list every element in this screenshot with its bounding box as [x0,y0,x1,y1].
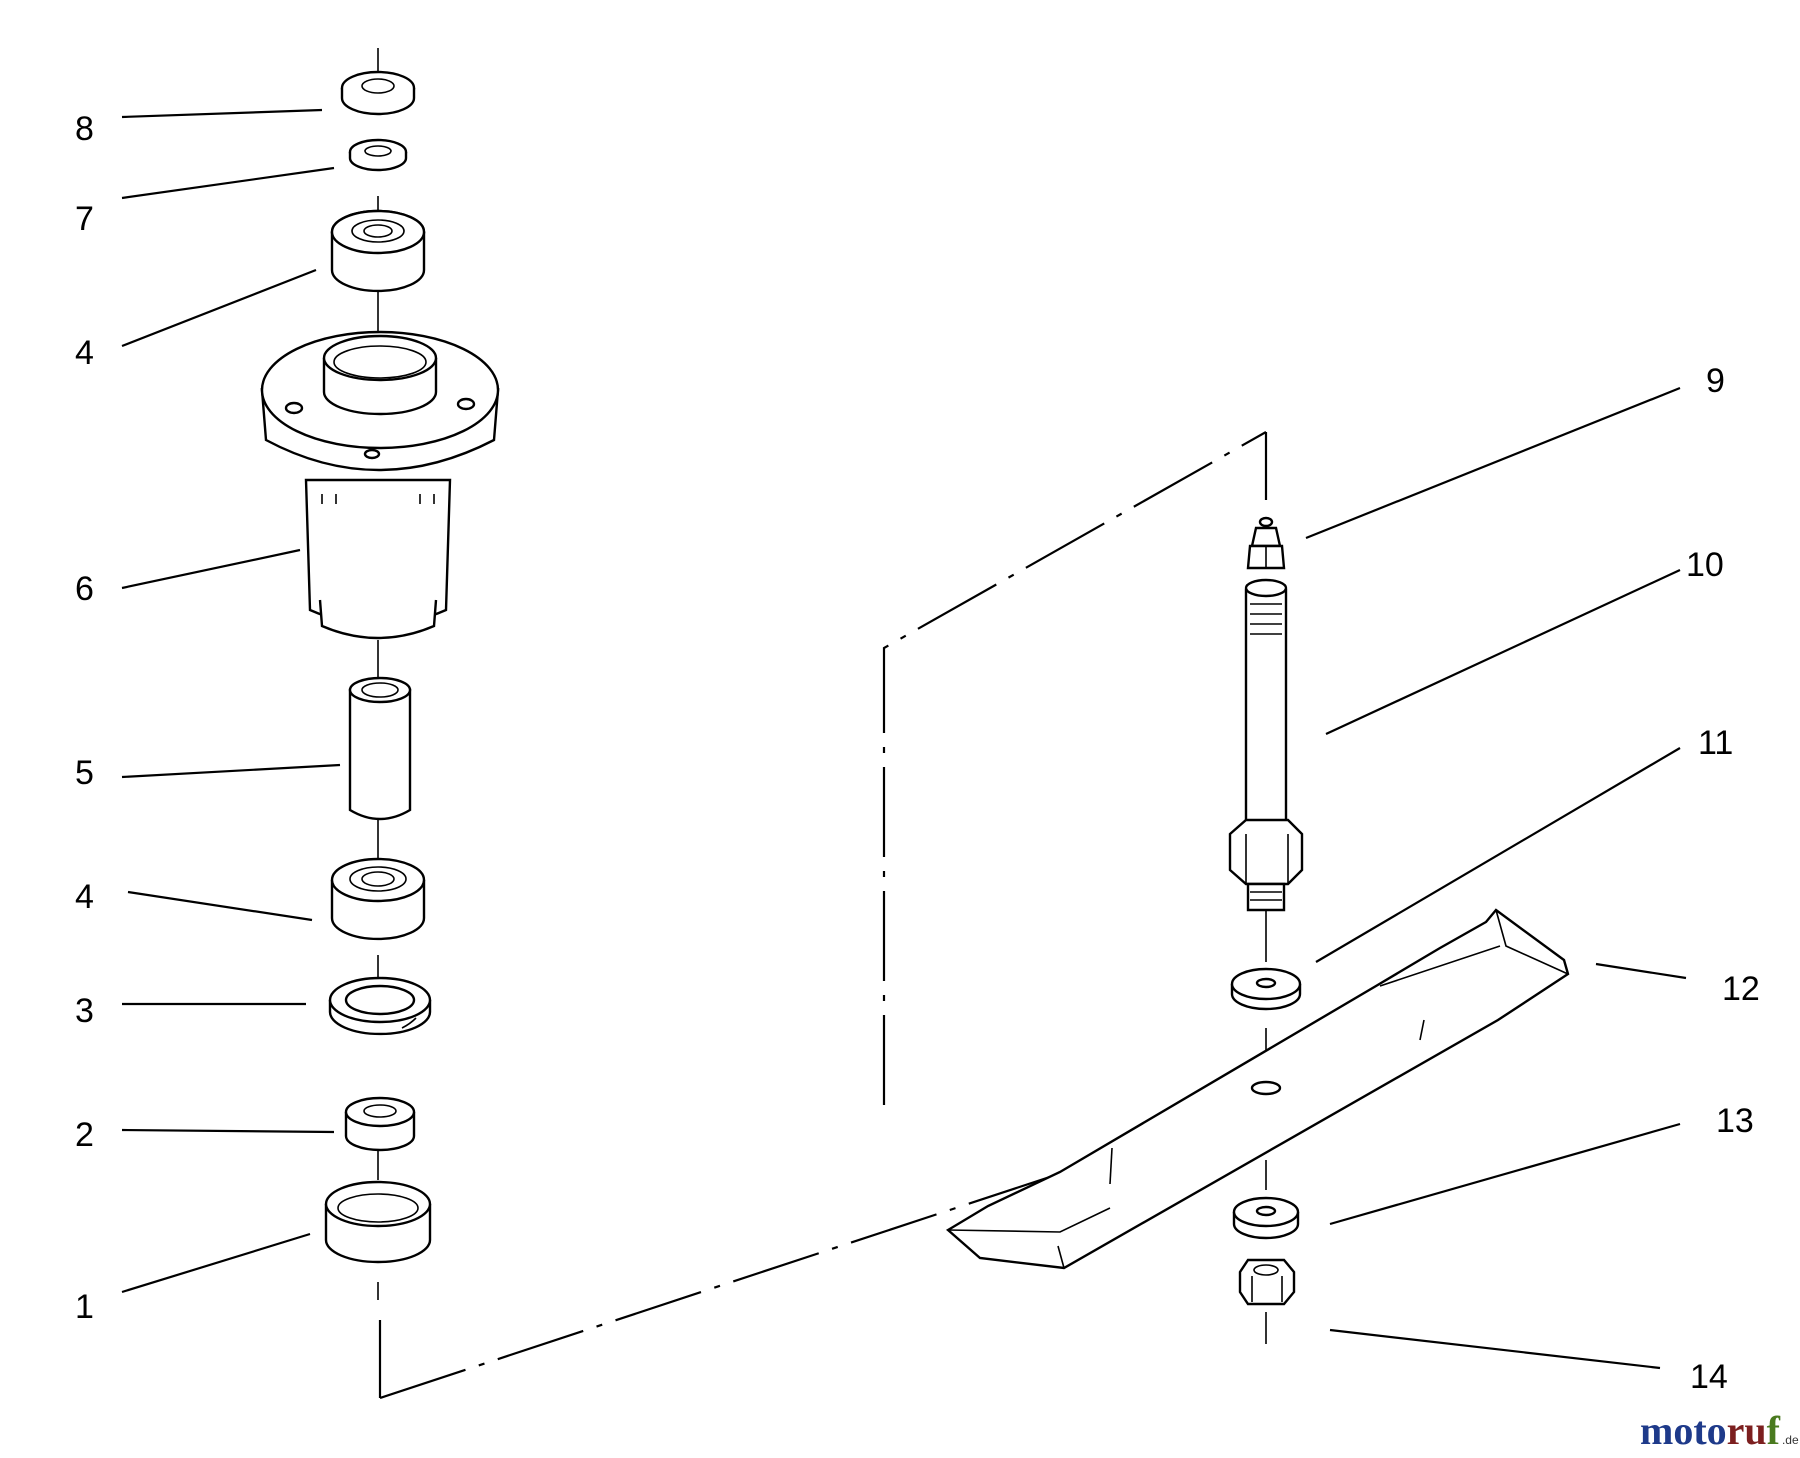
washer-part-11 [1230,967,1302,1011]
callout-14: 14 [1690,1358,1728,1396]
assembly-connector-line [378,431,1269,1400]
watermark-part2: ru [1727,1408,1767,1453]
motoruf-watermark-logo: motoruf.de [1640,1408,1799,1453]
bushing-part-2 [344,1096,416,1152]
callout-9: 9 [1706,362,1725,400]
svg-text:motoruf.de: motoruf.de [1640,1408,1799,1453]
watermark-part3: f [1767,1408,1781,1453]
callout-labels: 8 7 4 6 5 4 3 2 1 9 10 11 12 13 14 [75,110,1760,1396]
callout-7: 7 [75,200,94,238]
right-leader-lines [1305,386,1687,1370]
watermark-part1: moto [1640,1408,1727,1453]
watermark-suffix: .de [1782,1433,1799,1447]
bearing-lower-part-4 [330,857,426,941]
callout-1: 1 [75,1288,94,1326]
grease-fitting-part-9 [1246,516,1286,570]
retaining-ring-part-3 [328,976,432,1036]
callout-10: 10 [1686,546,1724,584]
callout-8: 8 [75,110,94,148]
nut-part-14 [1238,1258,1296,1306]
callout-11: 11 [1698,724,1733,762]
callout-2: 2 [75,1116,94,1154]
callout-5: 5 [75,754,94,792]
callout-3: 3 [75,992,94,1030]
callout-6: 6 [75,570,94,608]
cup-part-1 [324,1180,432,1264]
callout-4-upper: 4 [75,334,94,372]
seal-cap-part-8 [340,70,416,116]
washer-part-7 [348,138,408,172]
washer-part-13 [1232,1196,1300,1240]
bearing-upper-part-4 [330,209,426,293]
callout-12: 12 [1722,970,1760,1008]
spindle-shaft-part-10 [1228,578,1304,912]
callout-4-lower: 4 [75,878,94,916]
spacer-tube-part-5 [348,676,412,821]
callout-13: 13 [1716,1102,1754,1140]
left-leader-lines [121,108,341,1294]
blade-part-12 [945,908,1570,1270]
spindle-housing-part-6 [260,330,500,640]
